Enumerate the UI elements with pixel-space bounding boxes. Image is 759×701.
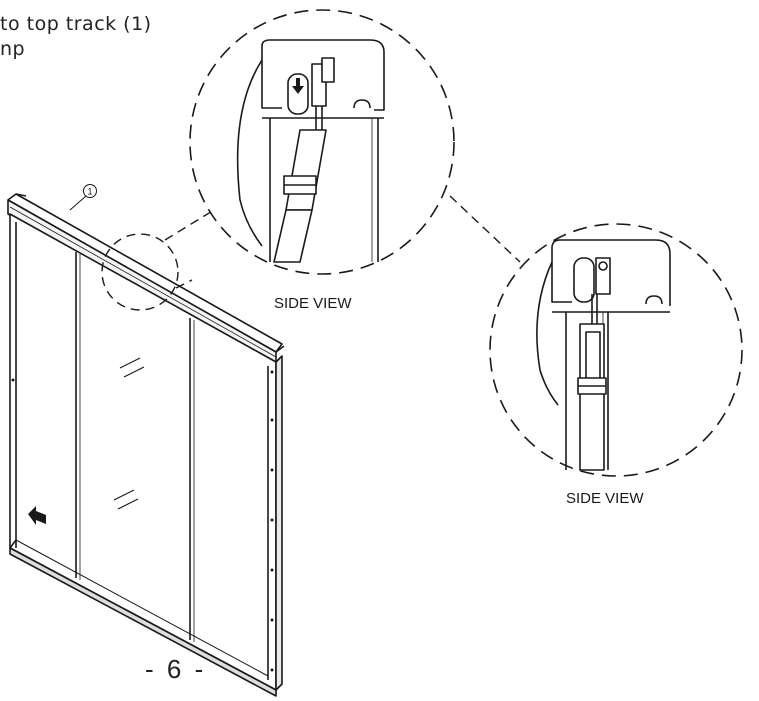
glass-reflection-marks bbox=[113, 357, 145, 510]
page-number: - 6 - bbox=[145, 654, 207, 684]
instruction-line-2: np bbox=[0, 38, 26, 60]
part-callout-number: 1 bbox=[87, 187, 92, 197]
detail-label-right: SIDE VIEW bbox=[566, 490, 644, 507]
detail-leader bbox=[101, 195, 521, 311]
frame-fasteners bbox=[11, 370, 274, 672]
detail-view-right bbox=[489, 223, 743, 477]
arrow-down-icon bbox=[292, 78, 304, 94]
part-callout bbox=[69, 184, 97, 211]
panel-dividers bbox=[75, 252, 195, 642]
door-panel-assembly bbox=[7, 193, 285, 697]
bottom-rail bbox=[9, 547, 277, 697]
slide-direction-arrow-icon bbox=[28, 506, 46, 525]
detail-view-top bbox=[189, 9, 455, 275]
top-track bbox=[7, 193, 285, 363]
instruction-line-1: to top track (1) bbox=[0, 13, 152, 35]
detail-label-top: SIDE VIEW bbox=[274, 295, 352, 312]
